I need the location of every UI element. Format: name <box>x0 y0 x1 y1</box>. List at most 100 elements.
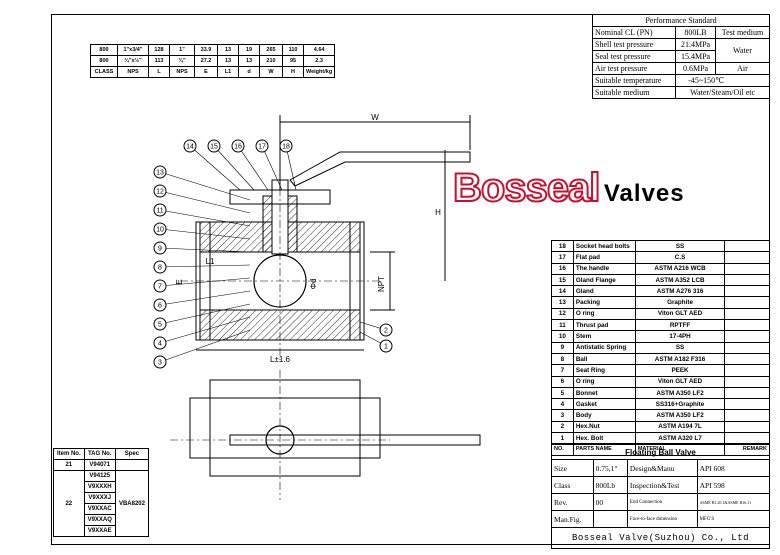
callout-circle <box>379 339 393 353</box>
parts-cell <box>724 375 770 388</box>
title-block-cell: Size <box>551 459 594 477</box>
title-block-cell: 00 <box>592 493 628 511</box>
parts-cell: ASTM A216 WCB <box>634 262 726 275</box>
parts-cell <box>724 251 770 264</box>
callout-label: 6 <box>158 303 162 310</box>
title-block-cell: Man.Fig. <box>551 510 594 528</box>
callout-circle <box>231 139 245 153</box>
parts-cell: ASTM A194 7L <box>634 420 726 434</box>
callout-circle <box>153 355 167 369</box>
plan-body <box>189 397 381 459</box>
parts-cell <box>724 398 770 411</box>
logo-brand: Bosseal <box>452 165 601 211</box>
parts-cell: PEEK <box>634 364 726 377</box>
callout-leader <box>159 316 251 344</box>
dim-l: L±1.6 <box>270 355 291 364</box>
tag-number: V9XXAE <box>83 525 116 537</box>
parts-cell: 16 <box>551 262 574 275</box>
parts-cell: 17 <box>551 251 574 264</box>
title-block-cell: API 608 <box>696 459 771 477</box>
callout-circle <box>153 184 167 198</box>
callout-leader <box>237 145 269 191</box>
dim-d: Φd <box>309 279 318 290</box>
perf-cell: Water <box>714 38 771 63</box>
parts-cell: C.S <box>634 251 726 264</box>
parts-cell <box>724 330 770 343</box>
tag-number: V94125 <box>83 470 116 482</box>
parts-cell: 18 <box>551 239 574 253</box>
callout-label: 8 <box>158 265 162 272</box>
parts-cell <box>724 420 770 434</box>
callout-circle <box>207 139 221 153</box>
callout-label: 10 <box>156 227 164 234</box>
callout-leader <box>159 277 251 287</box>
parts-cell: Seat Ring <box>572 364 636 377</box>
callout-circle <box>279 139 293 153</box>
callout-label: 12 <box>156 189 164 196</box>
parts-cell: 7 <box>551 364 574 377</box>
callout-leader <box>189 145 241 191</box>
parts-cell: Gland <box>572 285 636 298</box>
parts-cell <box>724 296 770 309</box>
handle-section <box>289 151 471 187</box>
parts-cell: ASTM A352 LCB <box>634 273 726 287</box>
drawing-title: Floating Ball Valve <box>551 444 770 460</box>
parts-cell: 11 <box>551 319 574 332</box>
callout-circle <box>153 317 167 331</box>
parts-cell: Gland Flange <box>572 273 636 287</box>
parts-cell: Flat pad <box>572 251 636 264</box>
title-block-cell <box>592 510 628 528</box>
parts-cell: Ball <box>572 352 636 366</box>
parts-cell: 17-4PH <box>634 330 726 343</box>
dim-npt: NPT <box>377 276 386 292</box>
parts-cell <box>724 319 770 332</box>
parts-cell: The handle <box>572 262 636 275</box>
tag-table: Item No. TAG No. Spec 21 V94071 22 V9412… <box>53 448 150 537</box>
perf-cell: Water/Steam/Oil etc <box>675 86 770 99</box>
parts-cell <box>724 432 770 445</box>
parts-cell: 10 <box>551 330 574 343</box>
parts-cell: ASTM A320 L7 <box>634 432 726 445</box>
parts-cell: 13 <box>551 296 574 309</box>
parts-cell: O ring <box>572 375 636 388</box>
company-logo: Bosseal Valves <box>452 165 685 211</box>
parts-cell: ASTM A350 LF2 <box>634 386 726 400</box>
callout-circle <box>255 139 269 153</box>
callout-label: 17 <box>258 144 266 151</box>
parts-cell <box>724 352 770 366</box>
parts-cell: 2 <box>551 420 574 434</box>
dimension-cell: NPS <box>117 66 149 78</box>
parts-cell: Hex. Bolt <box>572 432 636 445</box>
dim-h: H <box>435 208 441 217</box>
dimension-cell: NPS <box>169 66 195 78</box>
callout-label: 15 <box>210 144 218 151</box>
parts-cell: 6 <box>551 375 574 388</box>
callout-leader <box>159 329 251 363</box>
callout-label: 5 <box>158 322 162 329</box>
parts-cell: 3 <box>551 409 574 422</box>
callout-leader <box>159 247 251 253</box>
callout-label: 9 <box>158 246 162 253</box>
callout-circle <box>153 279 167 293</box>
parts-cell: 8 <box>551 352 574 366</box>
title-block-cell: ASME B1.20.1&ASME B16.11 <box>696 493 771 511</box>
dimension-cell: CLASS <box>90 66 118 78</box>
tag-spec <box>114 459 150 471</box>
callout-label: 18 <box>282 144 290 151</box>
callout-label: 4 <box>158 341 162 348</box>
dimension-cell: d <box>238 66 260 78</box>
performance-table: Performance Standard Nominal CL (PN)800L… <box>591 14 771 99</box>
callout-leader <box>159 209 251 227</box>
dimension-cell: L1 <box>217 66 239 78</box>
parts-cell: Gasket <box>572 398 636 411</box>
parts-cell: 1 <box>551 432 574 445</box>
callout-circle <box>153 165 167 179</box>
callout-leader <box>159 171 251 201</box>
title-block-cell: 800Lb <box>592 476 628 494</box>
parts-cell: Antistatic Spring <box>572 341 636 354</box>
callout-leader <box>159 228 251 240</box>
parts-cell: ASTM A276 316 <box>634 285 726 298</box>
